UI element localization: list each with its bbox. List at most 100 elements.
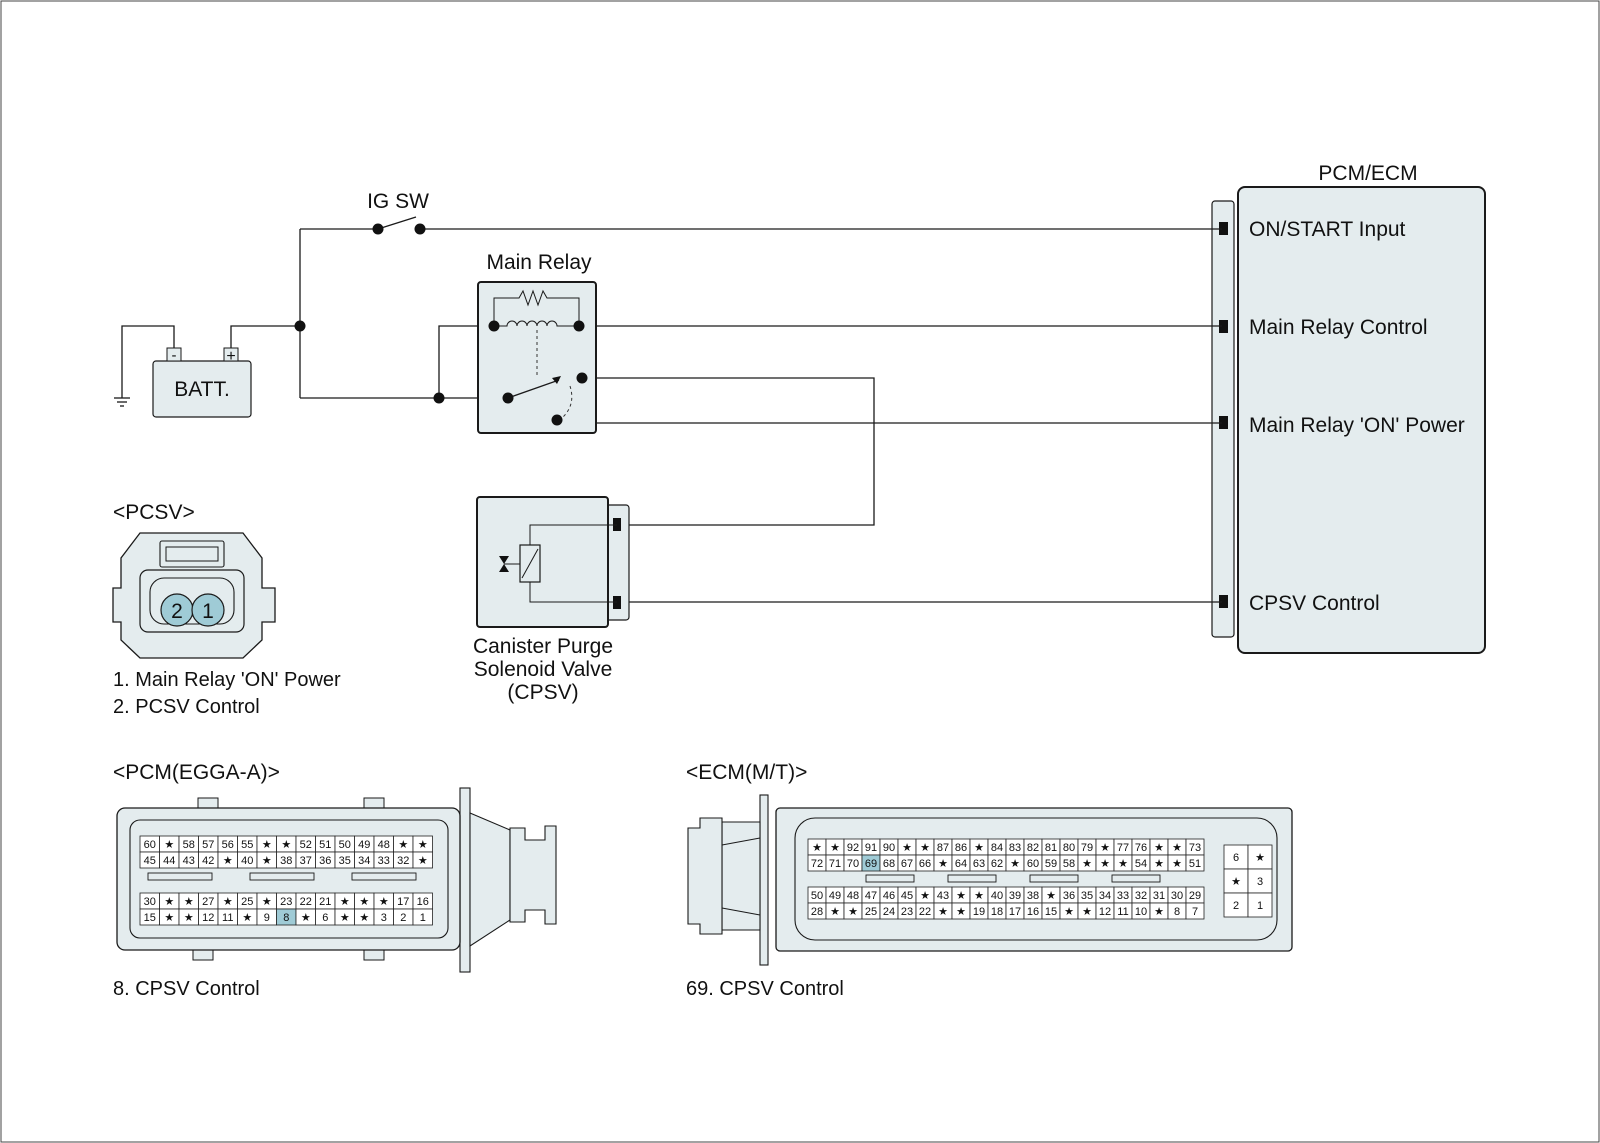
ecm-pin-label: 64 <box>955 858 967 870</box>
ecm-pin-label: 15 <box>1045 906 1057 918</box>
pcm-pin-label: ★ <box>281 839 291 851</box>
pcsv-pin-1 <box>191 593 225 627</box>
pcm-pin-label: 35 <box>339 855 351 867</box>
ecm-pin-label: 91 <box>865 842 877 854</box>
pcm-pin-label: 56 <box>222 839 234 851</box>
pin-on-start <box>1219 222 1228 235</box>
pcm-pin-label: ★ <box>359 912 369 924</box>
ecm-pin-label: ★ <box>974 890 984 902</box>
ecm-pin-label: 77 <box>1117 842 1129 854</box>
ecm-pin-label: 23 <box>901 906 913 918</box>
pcm-pin-label: ★ <box>262 839 272 851</box>
pcm-key <box>147 872 213 881</box>
ecm-pin-label: 16 <box>1027 906 1039 918</box>
ecm-side-pin-label: 2 <box>1233 900 1239 912</box>
pcm-pin-label: ★ <box>262 855 272 867</box>
pcm-boot <box>469 812 511 948</box>
ecm-pin-label: ★ <box>830 842 840 854</box>
ecm-flange <box>759 794 769 966</box>
ecm-pin-label: ★ <box>1118 858 1128 870</box>
relay-switch-travel <box>561 385 573 419</box>
cpsv-wire-bottom <box>529 582 617 603</box>
ecm-pin-label: 73 <box>1189 842 1201 854</box>
ecm-side-pin-label: 3 <box>1257 876 1263 888</box>
pcm-pin-label: 23 <box>280 896 292 908</box>
ecm-pin-label: 22 <box>919 906 931 918</box>
terminal-cpsv-control: CPSV Control <box>1249 592 1380 615</box>
ecm-pin-label: 68 <box>883 858 895 870</box>
ig-sw-contact <box>414 223 426 235</box>
ecm-pin-label: 80 <box>1063 842 1075 854</box>
ecm-pin-label: ★ <box>956 906 966 918</box>
pcm-pin-label: ★ <box>418 855 428 867</box>
ecm-pin-label: 46 <box>883 890 895 902</box>
pcm-pin-label: ★ <box>184 896 194 908</box>
cpsv-label-line2: Solenoid Valve <box>474 658 613 681</box>
pcm-pin-label: 3 <box>381 912 387 924</box>
ig-sw-contact <box>372 223 384 235</box>
ecm-pin-label: 17 <box>1009 906 1021 918</box>
battery-positive-sign: + <box>226 348 235 365</box>
relay-terminal <box>488 320 500 332</box>
ecm-pin-label: 82 <box>1027 842 1039 854</box>
pcm-flange <box>459 787 471 973</box>
wire-battery-positive <box>230 325 300 350</box>
pcm-cell <box>412 851 433 869</box>
cpsv-solenoid-slash <box>521 548 539 579</box>
main-relay: Main Relay <box>477 251 597 434</box>
ecm-pin-label: 7 <box>1192 906 1198 918</box>
ecm-pin-label: 24 <box>883 906 895 918</box>
pcm-cell <box>412 908 433 926</box>
ecm-pin-label: 38 <box>1027 890 1039 902</box>
ecm-pin-label: ★ <box>1064 906 1074 918</box>
pcm-connector-title: <PCM(EGGA-A)> <box>113 761 280 784</box>
ecm-pin-label: 47 <box>865 890 877 902</box>
ecm-pin-label: ★ <box>1046 890 1056 902</box>
ecm-pin-label: ★ <box>1100 858 1110 870</box>
cpsv-label-line1: Canister Purge <box>473 635 613 658</box>
ecm-pin-label: 19 <box>973 906 985 918</box>
ecm-pin-label: 28 <box>811 906 823 918</box>
pcm-pin-label: 9 <box>264 912 270 924</box>
pcm-boot-end <box>509 825 557 925</box>
pcm-pin-label: ★ <box>164 912 174 924</box>
pcm-pin-label: 33 <box>378 855 390 867</box>
pcm-pin-label: 25 <box>241 896 253 908</box>
ecm-pin-label: 25 <box>865 906 877 918</box>
pcm-pin-label: ★ <box>262 896 272 908</box>
pcm-pin-label: 57 <box>202 839 214 851</box>
ecm-pin-label: 50 <box>811 890 823 902</box>
ecm-pin-label: 92 <box>847 842 859 854</box>
pcm-pin-label: 17 <box>397 896 409 908</box>
ecm-pin-label: ★ <box>1082 906 1092 918</box>
ecm-pin-label: 51 <box>1189 858 1201 870</box>
ecm-connector-caption: 69. CPSV Control <box>686 978 844 1000</box>
pcm-pin-label: 8 <box>283 912 289 924</box>
wire-relay-coil-feed <box>438 325 494 398</box>
ecm-pin-label: 10 <box>1135 906 1147 918</box>
ecm-pin-label: ★ <box>920 842 930 854</box>
ecm-pin-label: 62 <box>991 858 1003 870</box>
terminal-main-relay-control: Main Relay Control <box>1249 316 1428 339</box>
pcsv-legend-2: 2. PCSV Control <box>113 696 260 718</box>
pcm-pin-label: ★ <box>340 896 350 908</box>
ecm-pin-label: 60 <box>1027 858 1039 870</box>
ecm-pin-label: ★ <box>1154 858 1164 870</box>
pcsv-legend-1: 1. Main Relay 'ON' Power <box>113 669 341 691</box>
pcm-pin-label: 6 <box>322 912 328 924</box>
ecm-pin-label: 34 <box>1099 890 1111 902</box>
ecm-pin-label: 79 <box>1081 842 1093 854</box>
ecm-boot-line <box>721 907 761 916</box>
relay-terminal <box>576 372 588 384</box>
ecm-pin-label: 35 <box>1081 890 1093 902</box>
relay-coil <box>494 320 579 327</box>
relay-resistor <box>493 289 580 326</box>
pcm-key <box>351 872 417 881</box>
pcm-pin-label: 16 <box>417 896 429 908</box>
ecm-pin-label: 36 <box>1063 890 1075 902</box>
pcm-pin-label: 40 <box>241 855 253 867</box>
terminal-on-start-input: ON/START Input <box>1249 218 1406 241</box>
